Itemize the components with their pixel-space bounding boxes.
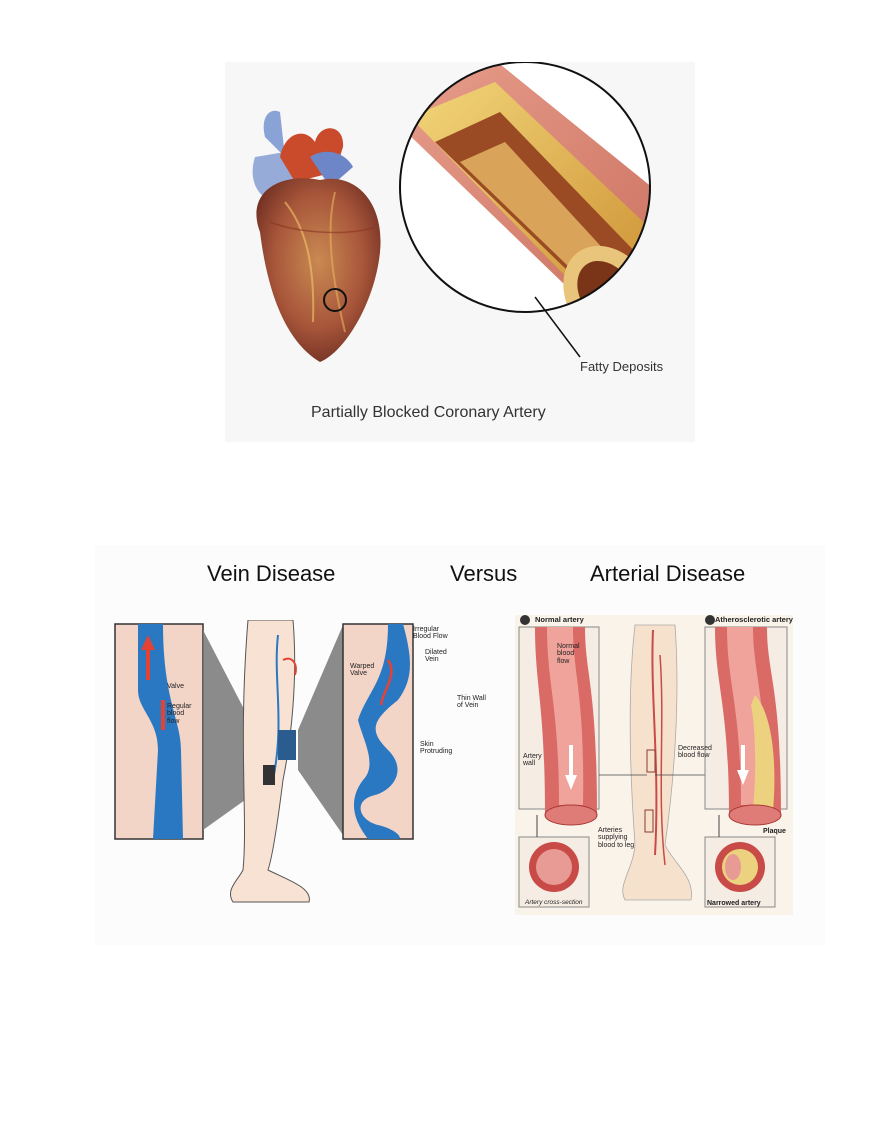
vein-disease-illustration bbox=[114, 620, 414, 903]
heading-arterial-disease: Arterial Disease bbox=[590, 561, 746, 586]
label-regular-flow: Regular blood flow bbox=[167, 703, 192, 725]
label-thin-wall: Thin Wall of Vein bbox=[457, 695, 486, 710]
blockage-marker-icon bbox=[323, 288, 347, 312]
vein-vs-arterial-figure: Vein Disease Versus Arterial Disease Val… bbox=[95, 545, 825, 945]
label-normal-flow: Normal blood flow bbox=[557, 643, 580, 665]
heart-illustration bbox=[252, 110, 381, 362]
label-warped-valve: Warped Valve bbox=[350, 663, 375, 678]
label-decreased-flow: Decreased blood flow bbox=[678, 745, 712, 760]
artery-cross-section bbox=[399, 62, 651, 358]
fatty-deposits-label: Fatty Deposits bbox=[580, 359, 664, 374]
label-irregular-flow: Irregular Blood Flow bbox=[413, 626, 448, 641]
coronary-artery-figure: Fatty Deposits Partially Blocked Coronar… bbox=[225, 62, 695, 442]
label-arteries-supplying: Arteries supplying blood to leg bbox=[598, 827, 635, 849]
heading-vein-disease: Vein Disease bbox=[207, 561, 336, 586]
coronary-artery-illustration bbox=[252, 62, 651, 362]
label-dilated-vein: Dilated Vein bbox=[425, 649, 447, 664]
heading-versus: Versus bbox=[450, 561, 518, 586]
label-atherosclerotic-artery: Atherosclerotic artery bbox=[715, 615, 793, 624]
arterial-disease-illustration bbox=[515, 615, 793, 915]
panel-a-badge-icon bbox=[520, 615, 530, 625]
label-cross-section: Artery cross-section bbox=[525, 899, 583, 906]
label-normal-artery: Normal artery bbox=[535, 615, 584, 624]
label-skin-protruding: Skin Protruding bbox=[420, 741, 453, 756]
label-plaque: Plaque bbox=[763, 828, 786, 835]
label-artery-wall: Artery wall bbox=[523, 753, 542, 768]
panel-b-badge-icon bbox=[705, 615, 715, 625]
label-narrowed-artery: Narrowed artery bbox=[707, 900, 761, 907]
label-valve: Valve bbox=[167, 683, 184, 690]
figure-caption: Partially Blocked Coronary Artery bbox=[311, 404, 546, 421]
